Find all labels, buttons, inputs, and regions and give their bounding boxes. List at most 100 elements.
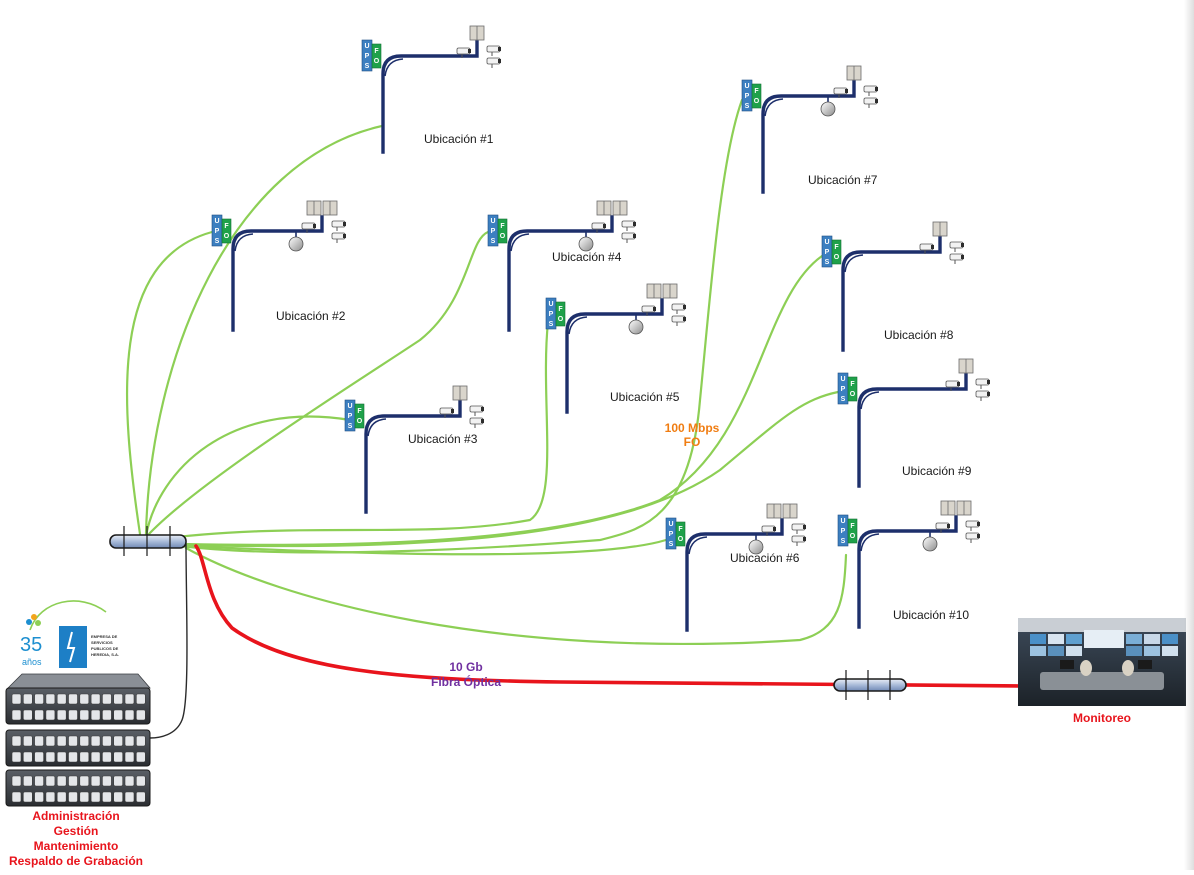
camera-cabinet — [322, 200, 338, 216]
datacenter-line-1: Administración — [32, 809, 119, 823]
bullet-camera-icon — [591, 222, 606, 233]
datacenter-uplink-cable — [149, 543, 188, 739]
ups-box: UPS — [545, 297, 557, 330]
bullet-camera-icon — [486, 45, 501, 56]
fo-letter: F — [357, 408, 362, 415]
pole-brace — [510, 233, 530, 252]
bullet-camera-icon — [949, 253, 964, 264]
location-label: Ubicación #8 — [884, 328, 954, 342]
location-label: Ubicación #9 — [902, 464, 972, 478]
fiber-run-location-9 — [184, 538, 668, 556]
location-label: Ubicación #5 — [610, 390, 680, 404]
pole-brace — [384, 58, 404, 77]
camera-cabinet — [940, 500, 956, 516]
camera-cabinet — [958, 358, 974, 374]
fiber-optic-box: FO — [354, 403, 365, 429]
bullet-camera-icon — [975, 378, 990, 389]
location-label: Ubicación #6 — [730, 551, 800, 565]
light-pole — [761, 80, 856, 194]
fo-letter: O — [850, 533, 856, 540]
fiber-run-location-5 — [150, 320, 550, 542]
fiber-optic-box: FO — [751, 83, 762, 109]
location-label: Ubicación #3 — [408, 432, 478, 446]
fiber-run-location-4 — [146, 230, 490, 537]
fiber-optic-box: FO — [675, 521, 686, 547]
pole-brace — [764, 98, 784, 117]
bullet-camera-icon — [456, 47, 471, 58]
remote-switch — [833, 670, 907, 700]
ups-letter: S — [491, 238, 496, 245]
backbone-fiber-cable — [194, 544, 1022, 688]
ups-box: UPS — [665, 517, 677, 550]
fiber-run-location-6 — [178, 98, 744, 554]
ups-letter: S — [348, 423, 353, 430]
location-label: Ubicación #4 — [552, 250, 622, 264]
bullet-camera-icon — [301, 222, 316, 233]
logo-company-line-4: HEREDIA, S.A. — [91, 652, 119, 657]
bullet-camera-icon — [791, 535, 806, 546]
fo-letter: O — [754, 98, 760, 105]
fo-letter: O — [357, 418, 363, 425]
ups-letter: P — [215, 228, 220, 235]
camera-cabinet — [932, 221, 948, 237]
fiber-optic-box: FO — [497, 218, 508, 244]
company-logo: 35 años EMPRESA DE SERVICIOS PUBLICOS DE… — [20, 600, 119, 668]
ups-letter: U — [840, 376, 845, 383]
fo-letter: F — [754, 88, 759, 95]
bullet-camera-icon — [791, 523, 806, 534]
fiber-run-location-2 — [125, 230, 214, 536]
ups-letter: U — [347, 403, 352, 410]
bullet-camera-icon — [621, 232, 636, 243]
fiber-optic-box: FO — [371, 43, 382, 69]
fo-letter: F — [850, 523, 855, 530]
ups-letter: P — [491, 228, 496, 235]
ups-letter: U — [548, 301, 553, 308]
storage-server-unit — [5, 769, 151, 807]
ups-letter: P — [841, 386, 846, 393]
ups-letter: P — [549, 311, 554, 318]
ups-box: UPS — [344, 399, 356, 432]
ups-letter: S — [841, 538, 846, 545]
ptz-dome-camera-icon — [288, 231, 304, 252]
ups-letter: P — [745, 93, 750, 100]
backbone-medium-label: Fibra Óptica — [431, 674, 501, 689]
video-wall — [1030, 630, 1178, 656]
ups-box: UPS — [211, 214, 223, 247]
pole-brace — [844, 254, 864, 273]
bullet-camera-icon — [486, 57, 501, 68]
monitoring-room-photo — [1018, 618, 1186, 706]
bullet-camera-icon — [833, 87, 848, 98]
location-label: Ubicación #10 — [893, 608, 969, 622]
fiber-run-location-10 — [184, 546, 848, 645]
bullet-camera-icon — [945, 380, 960, 391]
datacenter-line-2: Gestión — [54, 824, 99, 838]
storage-server-unit — [5, 729, 151, 767]
camera-cabinet — [596, 200, 612, 216]
logo-word: años — [22, 657, 42, 667]
bullet-camera-icon — [761, 525, 776, 536]
ups-box: UPS — [361, 39, 373, 72]
fo-letter: O — [500, 233, 506, 240]
fo-letter: O — [678, 536, 684, 543]
pole-brace — [860, 533, 880, 552]
location-label: Ubicación #7 — [808, 173, 878, 187]
logo-company-line-3: PUBLICOS DE — [91, 646, 119, 651]
ups-letter: U — [668, 521, 673, 528]
fo-letter: O — [834, 254, 840, 261]
ptz-dome-camera-icon — [748, 534, 764, 555]
light-pole — [381, 40, 479, 154]
logo-company-line-1: EMPRESA DE — [91, 634, 118, 639]
bullet-camera-icon — [331, 220, 346, 231]
bullet-camera-icon — [863, 85, 878, 96]
camera-cabinet — [469, 25, 485, 41]
fo-letter: F — [224, 223, 229, 230]
light-pole — [841, 236, 942, 352]
pole-brace — [860, 391, 880, 410]
fiber-optic-box: FO — [847, 518, 858, 544]
